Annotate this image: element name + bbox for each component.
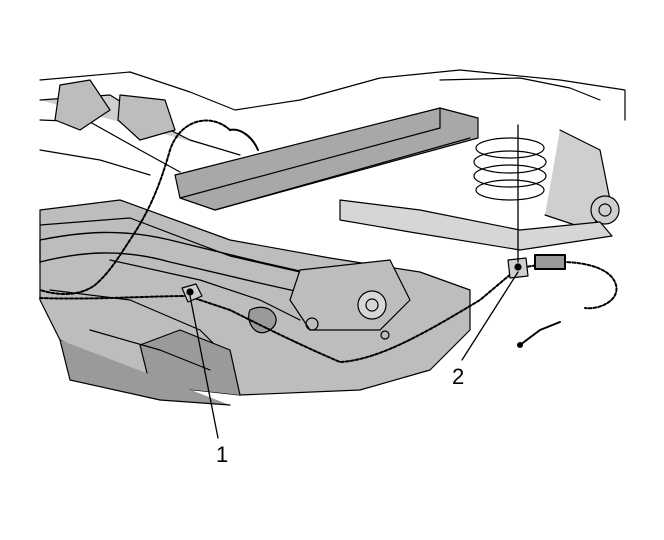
callout-label-1: 1: [216, 442, 229, 467]
cable-clip-2: [507, 257, 529, 279]
floor-pan: [39, 199, 471, 406]
exhaust-pipe: [39, 231, 341, 301]
leader-line-2b: [461, 271, 519, 361]
leader-line-1: [189, 295, 219, 439]
chassis-frame: [39, 69, 626, 176]
center-mount: [248, 259, 411, 340]
parking-brake-cable: [39, 119, 618, 363]
trailing-arm: [339, 199, 613, 251]
rear-axle-beam: [174, 107, 479, 211]
callout-label-2: 2: [452, 364, 465, 389]
cable-clip-1: [181, 283, 203, 303]
coil-spring: [473, 129, 620, 231]
